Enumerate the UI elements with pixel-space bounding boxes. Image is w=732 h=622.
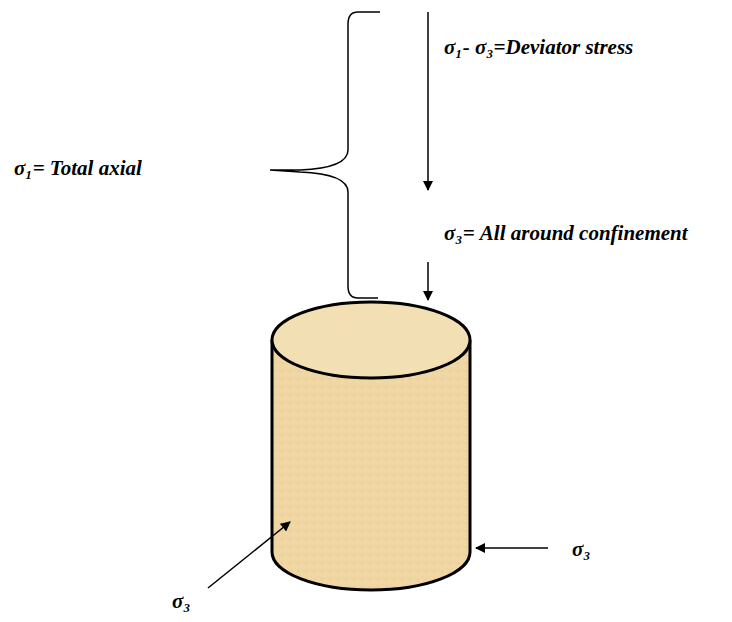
confinement-top-arrow	[427, 262, 429, 300]
confinement-left-arrow	[208, 522, 290, 588]
sigma3-left-label: σ₃	[172, 590, 191, 613]
axial-label: σ₁= Total axial	[14, 157, 142, 180]
deviator-arrow	[427, 12, 429, 190]
cylinder-top	[272, 302, 470, 378]
brace	[270, 12, 380, 298]
sigma3-right-label: σ₃	[572, 538, 591, 561]
confinement-label: σ₃= All around confinement	[444, 222, 688, 245]
deviator-label: σ₁- σ₃=Deviator stress	[444, 36, 633, 59]
confinement-right-arrow	[476, 547, 548, 549]
